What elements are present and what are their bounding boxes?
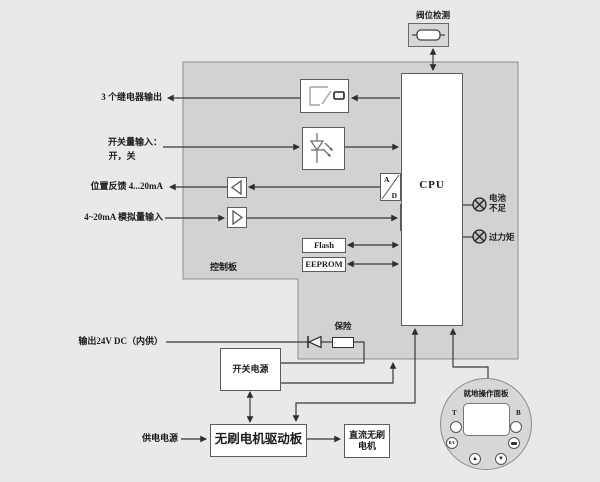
diode-icon <box>307 335 322 349</box>
wire-psu-board <box>281 361 397 384</box>
ad1-a-label: A <box>384 175 390 184</box>
relay-box <box>300 79 349 113</box>
relay-icon <box>309 86 345 106</box>
control-board-label: 控制板 <box>210 262 238 272</box>
driver-board-label: 无刷电机驱动板 <box>214 432 303 446</box>
cpu-label: CPU <box>419 179 445 191</box>
psu-box: 开关电源 <box>220 348 281 391</box>
analog-input-label: 4~20mA 模拟量输入 <box>84 212 163 222</box>
motor-label-line2: 电机 <box>357 441 376 451</box>
optocoupler-box <box>302 127 345 170</box>
cpu-box: CPU <box>401 73 463 326</box>
panel-up-button: ▲ <box>469 453 481 465</box>
over-torque-label: 过力矩 <box>489 232 515 242</box>
eeprom-label: EEPROM <box>305 259 343 269</box>
panel-enter-button <box>508 437 520 449</box>
motor-box: 直流无刷 电机 <box>344 424 390 458</box>
optocoupler-icon <box>309 133 333 163</box>
panel-rl-button: R/L <box>446 437 458 449</box>
amp-left-icon <box>230 179 242 196</box>
motor-label-line1: 直流无刷 <box>348 430 385 440</box>
panel-b-button <box>510 421 522 433</box>
amp-right-icon <box>232 209 244 226</box>
local-operation-panel: 就地操作面板 T B R/L ▲ ▼ <box>440 378 532 470</box>
switch-input-label-line2: 开，关 <box>108 151 136 161</box>
psu-label: 开关电源 <box>232 364 269 374</box>
flash-box: Flash <box>302 238 346 253</box>
ad1-d-label: D <box>391 191 397 200</box>
amp-out-box <box>227 177 247 198</box>
battery-low-label-line1: 电池 <box>489 193 507 203</box>
down-arrow-icon: ▼ <box>498 456 504 462</box>
fuse-label: 保险 <box>334 321 352 331</box>
position-feedback-label: 位置反馈 4...20mA <box>90 181 164 191</box>
torque-lamp-icon <box>472 229 487 244</box>
flash-label: Flash <box>314 240 334 250</box>
up-arrow-icon: ▲ <box>472 456 478 462</box>
fuse-icon <box>332 337 354 348</box>
panel-title: 就地操作面板 <box>463 389 509 398</box>
driver-board-box: 无刷电机驱动板 <box>210 424 307 457</box>
ad-converter-1: A D <box>380 173 401 201</box>
ad-diagonal-icon <box>381 174 400 200</box>
dc-output-label: 输出24V DC（内供） <box>78 336 163 346</box>
relay-output-label: 3 个继电器输出 <box>101 92 162 102</box>
bar-icon <box>511 442 517 445</box>
valve-detection-label: 阀位检测 <box>415 10 450 20</box>
panel-display <box>463 403 510 436</box>
valve-sensor-box <box>408 23 449 47</box>
power-supply-label: 供电电源 <box>141 433 178 443</box>
wire-cpu-driver <box>292 327 419 423</box>
panel-b-label: B <box>516 409 521 417</box>
amp-in-box <box>227 207 247 228</box>
battery-lamp-icon <box>472 197 487 212</box>
battery-low-label-line2: 不足 <box>489 203 507 213</box>
valve-sensor-icon <box>412 29 445 41</box>
panel-t-button <box>450 421 462 433</box>
wire-cpu-panel <box>449 327 489 379</box>
eeprom-box: EEPROM <box>302 257 346 272</box>
panel-t-label: T <box>452 409 457 417</box>
panel-down-button: ▼ <box>495 453 507 465</box>
switch-input-label-line1: 开关量输入： <box>107 137 162 147</box>
